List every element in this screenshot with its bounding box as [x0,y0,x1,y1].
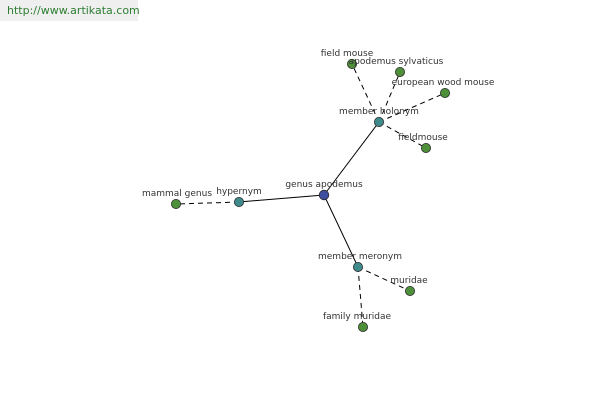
site-url-link[interactable]: http://www.artikata.com [0,0,140,21]
edge-genus-apodemus-hypernym [238,194,325,203]
node-hypernym[interactable] [233,196,244,207]
node-field-mouse[interactable] [346,59,357,70]
node-apodemus-sylvaticus[interactable] [394,67,405,78]
node-member-meronym[interactable] [352,261,363,272]
edge-genus-apodemus-member-holonym [323,121,380,196]
node-label-family-muridae[interactable]: family muridae [323,312,392,322]
node-muridae[interactable] [404,285,415,296]
graph-nodes [170,59,450,332]
node-label-member-holonym[interactable]: member holonym [339,107,419,117]
node-fieldmouse[interactable] [420,142,431,153]
node-mammal-genus[interactable] [170,198,181,209]
edge-hypernym-mammal-genus [175,201,240,205]
edge-member-meronym-muridae [357,266,411,292]
node-label-mammal-genus[interactable]: mammal genus [142,189,212,199]
edge-member-holonym-field-mouse [351,63,380,123]
node-genus-apodemus[interactable] [318,189,330,201]
node-label-hypernym[interactable]: hypernym [216,187,262,197]
edge-member-meronym-family-muridae [357,266,364,328]
graph-edges [175,63,446,328]
node-member-holonym[interactable] [373,117,384,128]
node-label-apodemus-sylvaticus[interactable]: apodemus sylvaticus [349,57,444,67]
node-european-wood-mouse[interactable] [439,88,450,99]
node-family-muridae[interactable] [357,321,368,332]
node-label-muridae[interactable]: muridae [390,276,428,286]
node-label-genus-apodemus[interactable]: genus apodemus [285,180,363,190]
edge-member-holonym-european-wood-mouse [378,92,446,123]
node-label-field-mouse[interactable]: field mouse [321,49,374,59]
edge-member-holonym-apodemus-sylvaticus [378,71,401,123]
node-label-member-meronym[interactable]: member meronym [318,252,402,262]
node-label-fieldmouse[interactable]: fieldmouse [398,133,448,143]
edge-genus-apodemus-member-meronym [323,194,359,268]
node-label-european-wood-mouse[interactable]: european wood mouse [392,78,495,88]
